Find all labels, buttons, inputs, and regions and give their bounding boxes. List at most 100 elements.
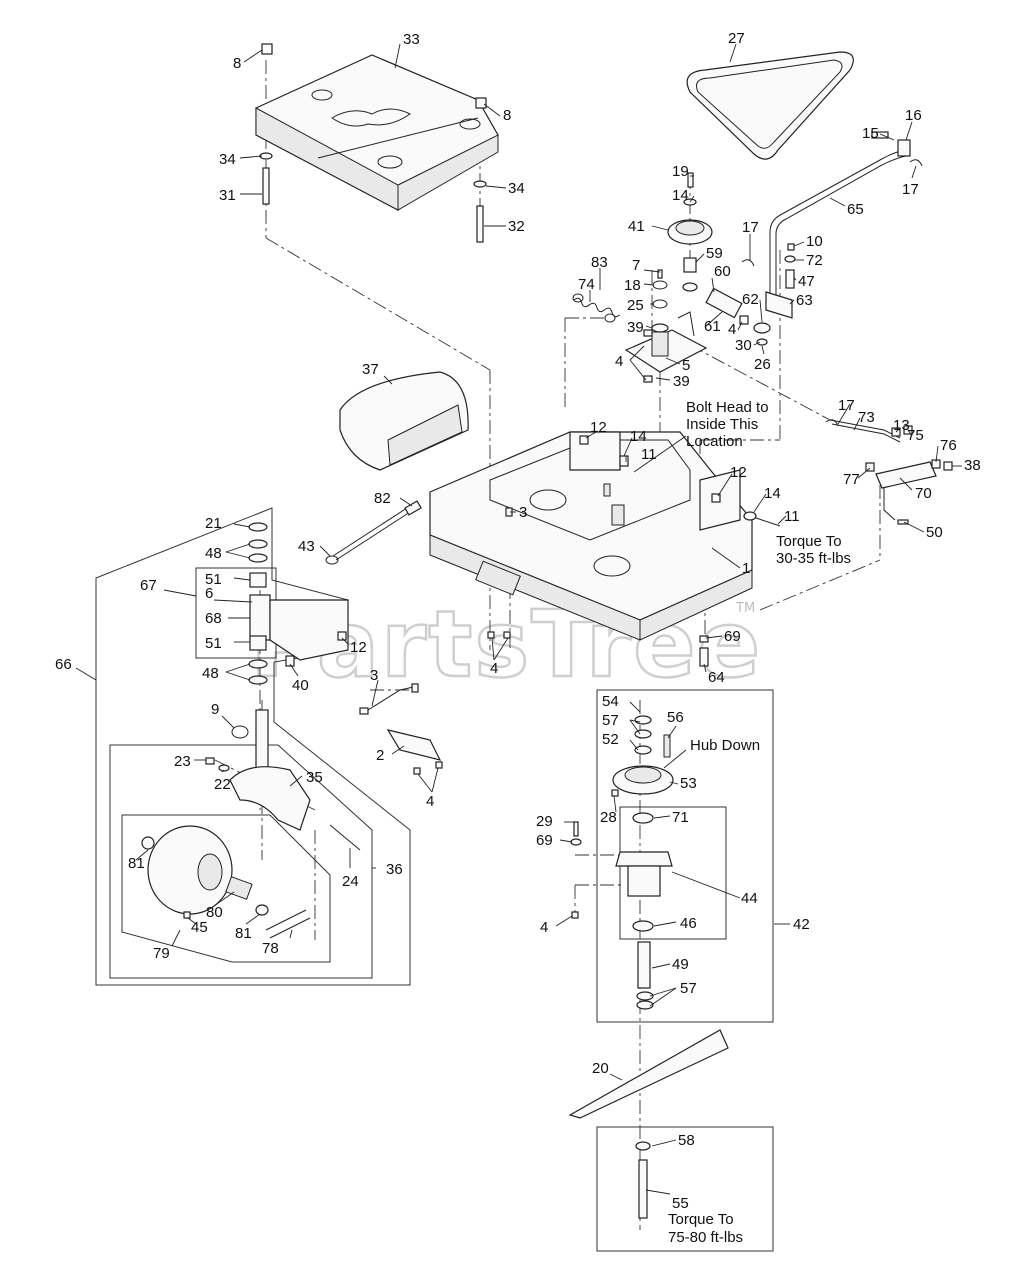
- callout-81a: 81: [128, 855, 145, 872]
- callout-37: 37: [362, 361, 379, 378]
- callout-42: 42: [793, 916, 810, 933]
- callout-22: 22: [214, 776, 231, 793]
- callout-labels: 8 33 8 34 31 34 32 27 15 16 17 65 19 14 …: [55, 30, 981, 1212]
- callout-14a: 14: [672, 187, 689, 204]
- callout-6: 6: [205, 585, 213, 602]
- callout-65: 65: [847, 201, 864, 218]
- callout-39b: 39: [673, 373, 690, 390]
- height-handle: [325, 500, 422, 565]
- note-hub-down: Hub Down: [690, 737, 760, 754]
- note-bolt-head-line1: Bolt Head to: [686, 399, 769, 416]
- callout-44: 44: [741, 890, 758, 907]
- callout-76: 76: [940, 437, 957, 454]
- callout-63: 63: [796, 292, 813, 309]
- caster-wheel: [147, 824, 361, 939]
- callout-32: 32: [508, 218, 525, 235]
- callout-12b: 12: [730, 464, 747, 481]
- callout-40: 40: [292, 677, 309, 694]
- callout-34b: 34: [508, 180, 525, 197]
- callout-47: 47: [798, 273, 815, 290]
- callout-52: 52: [602, 731, 619, 748]
- callout-67: 67: [140, 577, 157, 594]
- callout-60: 60: [714, 263, 731, 280]
- callout-17a: 17: [902, 181, 919, 198]
- note-torque-a-line2: 30-35 ft-lbs: [776, 550, 851, 567]
- callout-4c: 4: [490, 660, 498, 677]
- discharge-chute: [339, 371, 469, 471]
- callout-15: 15: [862, 125, 879, 142]
- note-bolt-head-line2: Inside This: [686, 416, 758, 433]
- hardware: [141, 131, 953, 919]
- callout-10: 10: [806, 233, 823, 250]
- callout-30: 30: [735, 337, 752, 354]
- callout-3b: 3: [370, 667, 378, 684]
- callout-25: 25: [627, 297, 644, 314]
- callout-48b: 48: [202, 665, 219, 682]
- callout-49: 49: [672, 956, 689, 973]
- callout-72: 72: [806, 252, 823, 269]
- callout-4a: 4: [728, 321, 736, 338]
- side-linkage: [829, 419, 937, 521]
- callout-4e: 4: [540, 919, 548, 936]
- callout-66: 66: [55, 656, 72, 673]
- callout-45: 45: [191, 919, 208, 936]
- callout-69a: 69: [724, 628, 741, 645]
- callout-77: 77: [843, 471, 860, 488]
- callout-70: 70: [915, 485, 932, 502]
- callout-8a: 8: [233, 55, 241, 72]
- note-bolt-head-line3: Location: [686, 433, 743, 450]
- callout-26: 26: [754, 356, 771, 373]
- linkage-rod: [769, 139, 911, 300]
- callout-68: 68: [205, 610, 222, 627]
- note-torque-a-line1: Torque To: [776, 533, 842, 550]
- callout-59: 59: [706, 245, 723, 262]
- callout-51a: 51: [205, 571, 222, 588]
- callout-78: 78: [262, 940, 279, 957]
- callout-81b: 81: [235, 925, 252, 942]
- callout-41: 41: [628, 218, 645, 235]
- callout-51b: 51: [205, 635, 222, 652]
- callout-5: 5: [682, 357, 690, 374]
- assembly-notes: Bolt Head to Inside This Location Torque…: [668, 399, 851, 1246]
- callout-24: 24: [342, 873, 359, 890]
- callout-8b: 8: [503, 107, 511, 124]
- callout-46: 46: [680, 915, 697, 932]
- callout-33: 33: [403, 31, 420, 48]
- callout-58: 58: [678, 1132, 695, 1149]
- callout-14b: 14: [630, 428, 647, 445]
- callout-82: 82: [374, 490, 391, 507]
- callout-12c: 12: [350, 639, 367, 656]
- callout-23: 23: [174, 753, 191, 770]
- callout-34a: 34: [219, 151, 236, 168]
- callout-79: 79: [153, 945, 170, 962]
- callout-56: 56: [667, 709, 684, 726]
- callout-19: 19: [672, 163, 689, 180]
- callout-39a: 39: [627, 319, 644, 336]
- drive-belt: [686, 51, 854, 160]
- spring: [572, 293, 620, 323]
- callout-64: 64: [708, 669, 725, 686]
- callout-3a: 3: [519, 504, 527, 521]
- callout-7: 7: [632, 257, 640, 274]
- callout-20: 20: [592, 1060, 609, 1077]
- mower-deck: [429, 431, 753, 641]
- callout-31: 31: [219, 187, 236, 204]
- idler-assembly: [624, 219, 743, 373]
- callout-43: 43: [298, 538, 315, 555]
- callout-35: 35: [306, 769, 323, 786]
- callout-11b: 11: [784, 508, 800, 525]
- callout-75: 75: [907, 427, 924, 444]
- callout-18: 18: [624, 277, 641, 294]
- callout-54: 54: [602, 693, 619, 710]
- callout-83: 83: [591, 254, 608, 271]
- callout-4d: 4: [426, 793, 434, 810]
- callout-11a: 11: [641, 446, 657, 463]
- callout-38: 38: [964, 457, 981, 474]
- callout-29: 29: [536, 813, 553, 830]
- top-cover: [255, 43, 499, 211]
- callout-62: 62: [742, 291, 759, 308]
- callout-4b: 4: [615, 353, 623, 370]
- callout-53: 53: [680, 775, 697, 792]
- callout-17b: 17: [742, 219, 759, 236]
